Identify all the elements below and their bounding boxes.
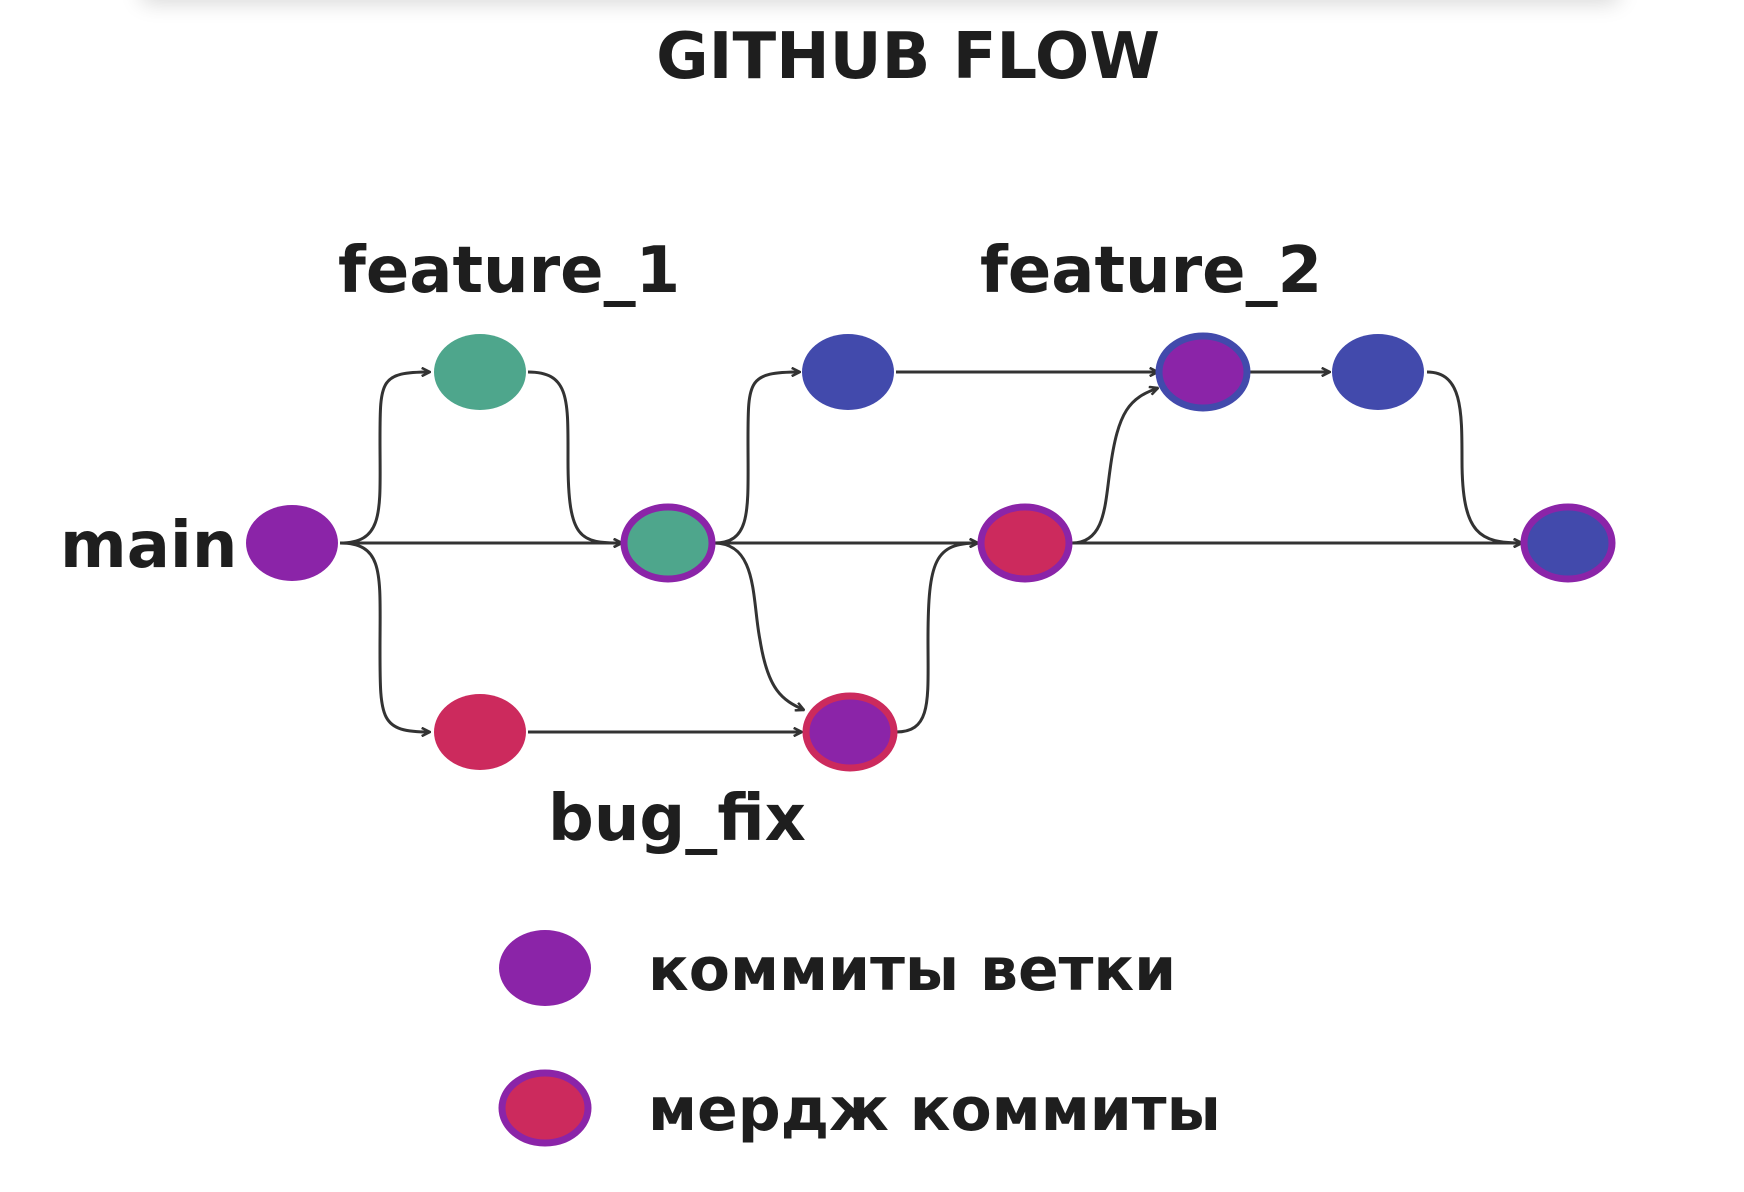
merge-commit-main-final	[1520, 503, 1616, 583]
commit-main-start	[246, 505, 338, 581]
edge-main-to-feature1	[339, 372, 430, 545]
edge-bugfix-merge-to-merge2	[895, 543, 978, 734]
branch-label-feature2: feature_2	[980, 234, 1322, 308]
commit-feature2-last	[1332, 334, 1424, 410]
legend-branch-commits-label: коммиты ветки	[648, 935, 1176, 1005]
branch-label-main: main	[60, 509, 237, 583]
legend-branch-commit-swatch	[499, 930, 591, 1006]
edge-merge1-to-feature2	[713, 372, 800, 545]
branch-label-feature1: feature_1	[338, 234, 680, 308]
legend: коммиты ветки мердж коммиты	[498, 930, 1221, 1147]
merge-commit-bugfix	[802, 692, 898, 772]
edge-merge2-to-feature2-merge	[1071, 388, 1158, 545]
edge-feature2-last-to-final-merge	[1426, 370, 1522, 543]
branch-label-bugfix: bug_fix	[548, 782, 806, 856]
merge-commit-main-1	[620, 503, 716, 583]
commit-feature2-first	[802, 334, 894, 410]
legend-merge-commit-swatch	[498, 1069, 592, 1147]
edge-feature1-to-merge1	[527, 370, 622, 543]
legend-merge-commits-label: мердж коммиты	[648, 1075, 1221, 1145]
diagram-title: GITHUB FLOW	[656, 20, 1160, 94]
merge-commit-feature2	[1155, 332, 1251, 412]
merge-commit-main-2	[977, 503, 1073, 583]
nodes	[246, 332, 1616, 772]
edge-merge1-to-bugfix-merge	[713, 541, 804, 710]
edge-main-to-bugfix	[339, 541, 430, 732]
edges	[339, 370, 1522, 734]
commit-feature1	[434, 334, 526, 410]
commit-bugfix	[434, 694, 526, 770]
